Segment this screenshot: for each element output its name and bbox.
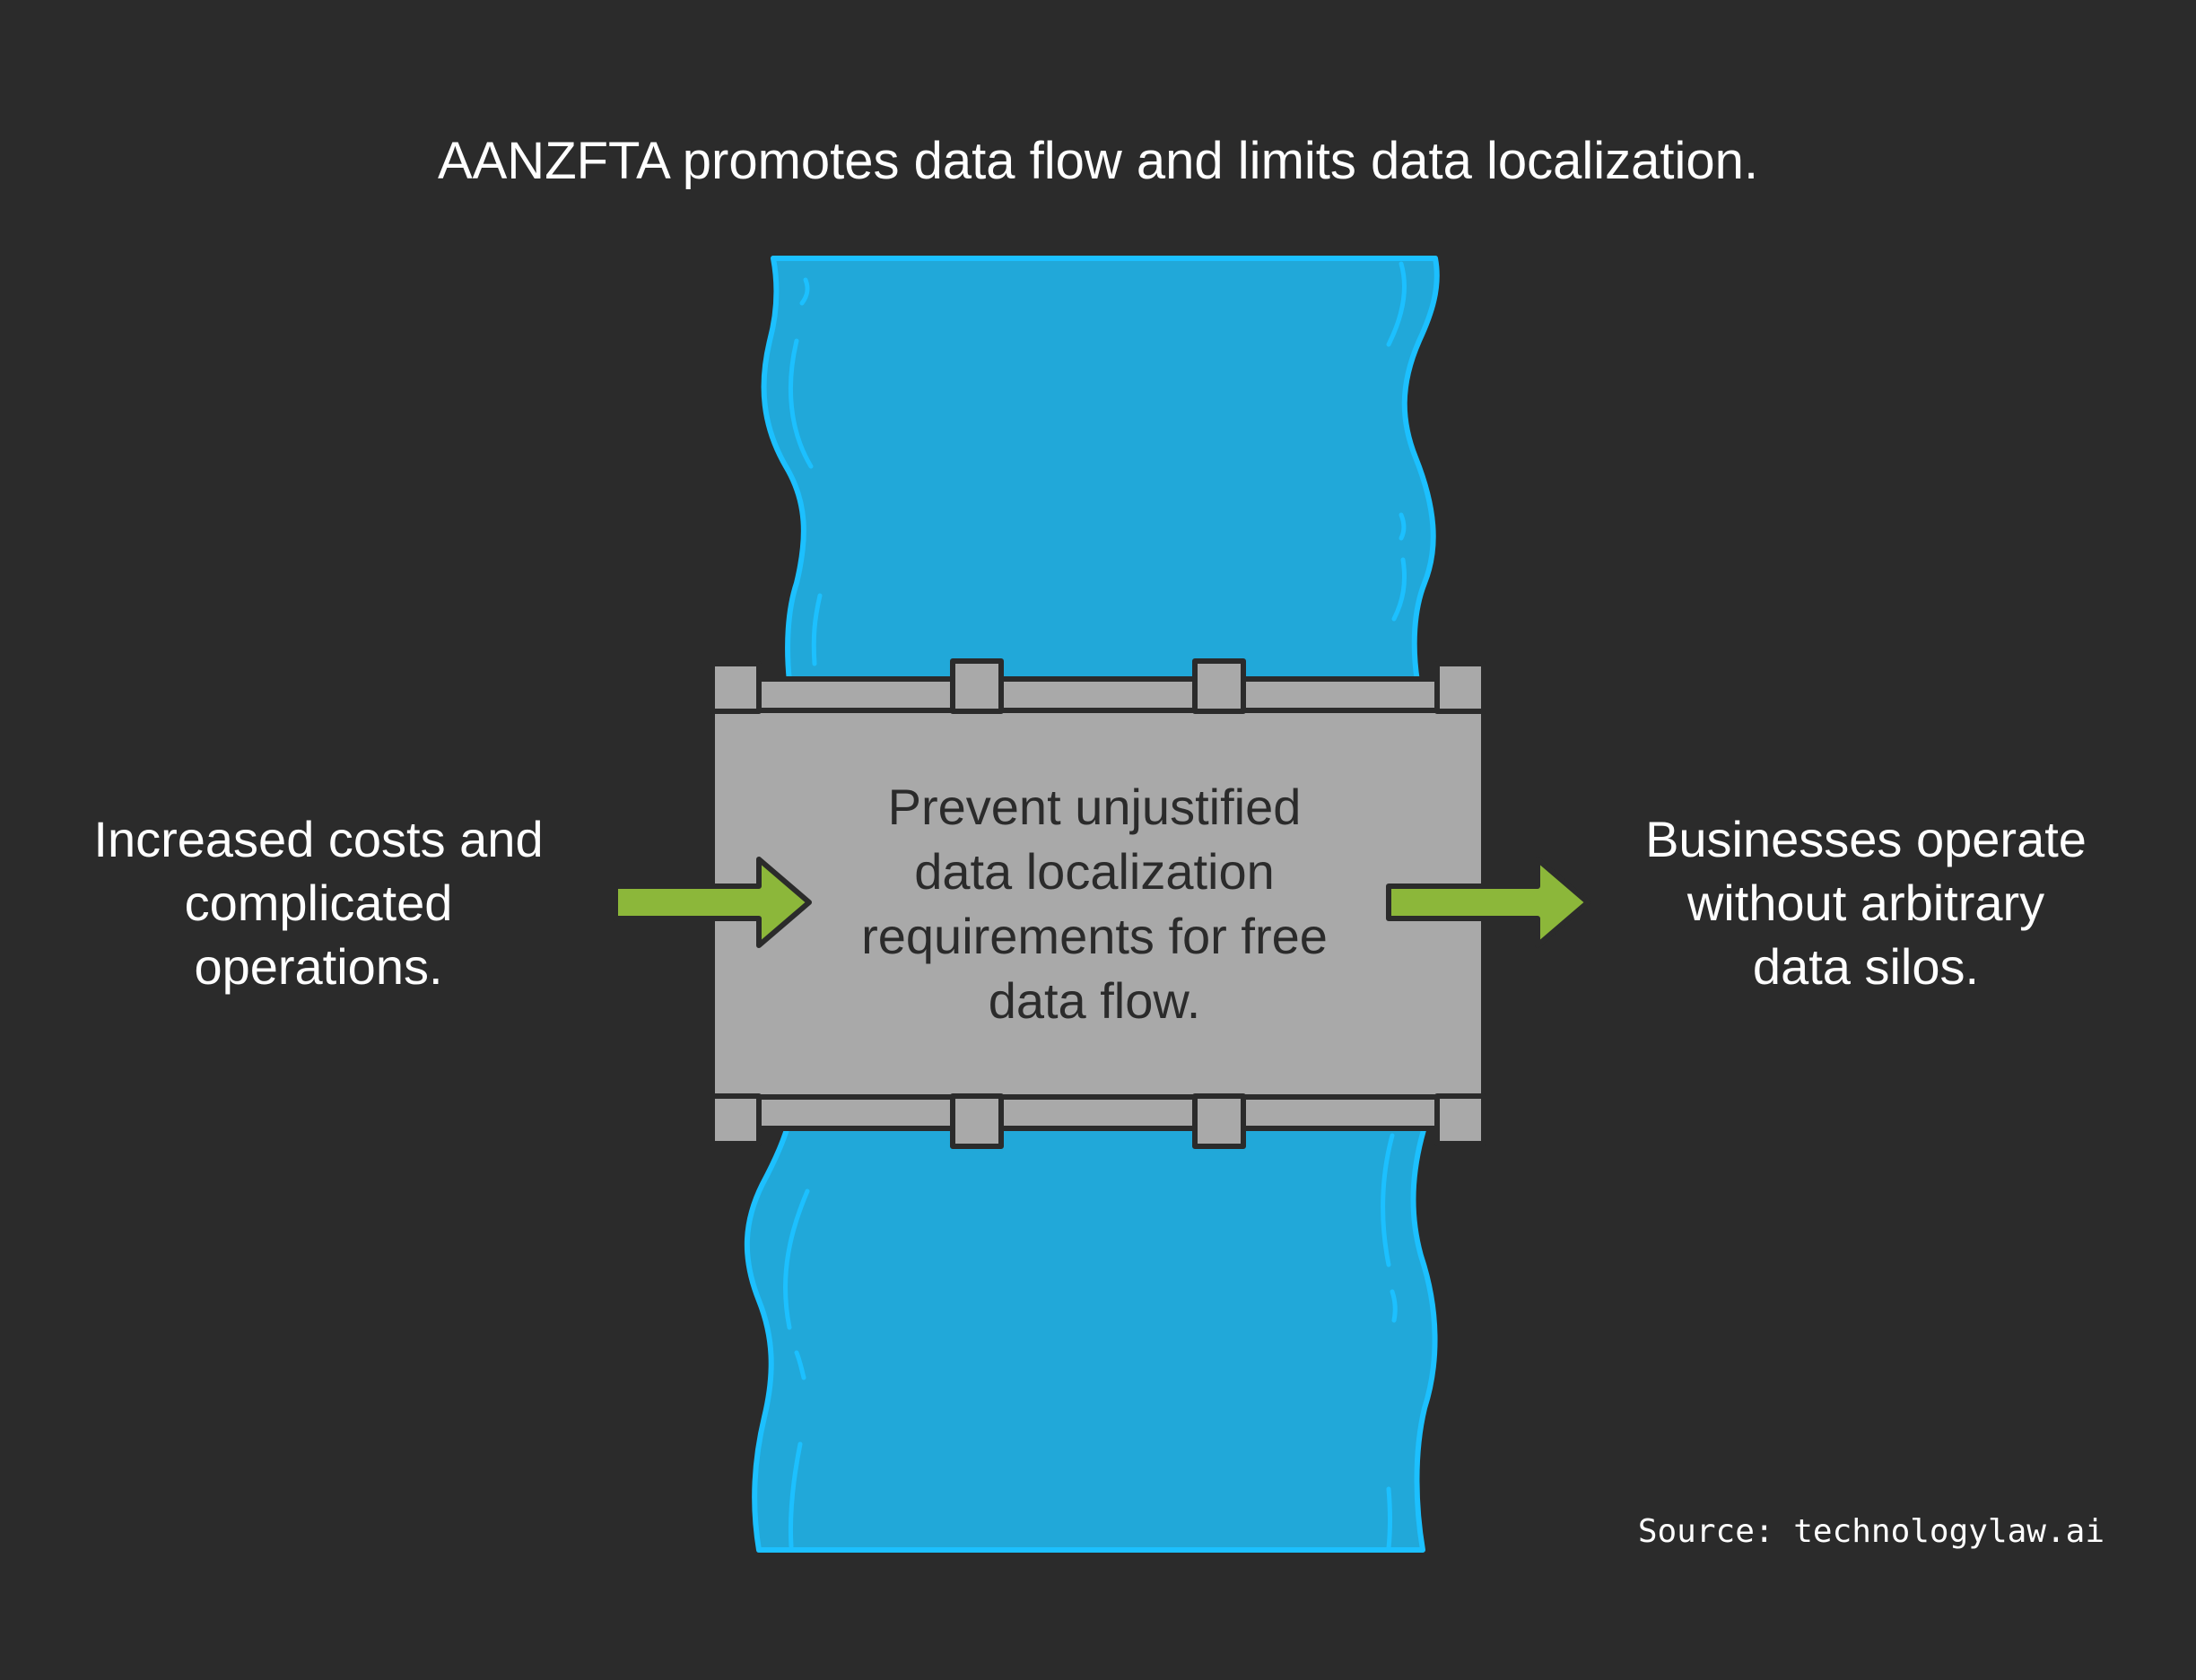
data-stream-lower (744, 1119, 1438, 1553)
stream-lower-highlight-right (1381, 1133, 1395, 1267)
output-label-line: data silos. (1752, 938, 1980, 995)
input-arrow-icon (613, 857, 812, 948)
barrier-corner-top-left (710, 661, 762, 714)
input-label-line: Increased costs and (93, 811, 544, 867)
process-label-line: Prevent unjustified (887, 779, 1302, 835)
barrier-corner-bottom-left (710, 1093, 762, 1146)
barrier-corner-top-right (1434, 661, 1486, 714)
process-label-line: data flow. (988, 972, 1201, 1029)
barrier-block (710, 658, 1486, 1149)
stream-lower-highlight-left-2 (794, 1350, 806, 1380)
input-label: Increased costs and complicated operatio… (36, 807, 601, 998)
barrier-bottom-rail (756, 1093, 1440, 1131)
output-arrow-icon (1386, 857, 1590, 948)
stream-lower-highlight-right-3 (1386, 1486, 1392, 1551)
stream-lower-highlight-right-2 (1390, 1289, 1398, 1323)
stream-upper-highlight-left (799, 277, 810, 306)
stream-upper-highlight-right-3 (1391, 557, 1407, 622)
input-label-line: operations. (194, 938, 443, 995)
stream-lower-highlight-left (783, 1188, 810, 1330)
output-label-line: Businesses operate (1645, 811, 2087, 867)
source-credit: Source: technologylaw.ai (1637, 1513, 2104, 1550)
barrier-corner-bottom-right (1434, 1093, 1486, 1146)
process-label-line: requirements for free (861, 908, 1328, 964)
barrier-clamp-top-1 (950, 658, 1004, 714)
output-label-line: without arbitrary (1686, 875, 2045, 931)
barrier-clamp-top-2 (1192, 658, 1246, 714)
barrier-top-rail (756, 676, 1440, 714)
output-label: Businesses operate without arbitrary dat… (1579, 807, 2153, 998)
data-stream-upper (761, 256, 1440, 684)
diagram-title: AANZFTA promotes data flow and limits da… (437, 132, 1759, 190)
barrier-main-plate (710, 708, 1486, 1100)
stream-upper-body (761, 256, 1440, 684)
stream-lower-highlight-left-3 (788, 1441, 803, 1549)
input-label-line: complicated (184, 875, 453, 931)
process-label: Prevent unjustified data localization re… (718, 775, 1471, 1033)
process-label-line: data localization (914, 843, 1275, 900)
stream-upper-highlight-right (1386, 261, 1407, 347)
stream-upper-highlight-left-2 (788, 338, 814, 469)
stream-lower-body (744, 1119, 1438, 1553)
barrier-clamp-bottom-1 (950, 1093, 1004, 1149)
stream-upper-highlight-right-2 (1399, 512, 1407, 541)
stream-upper-highlight-left-3 (811, 593, 823, 666)
barrier-clamp-bottom-2 (1192, 1093, 1246, 1149)
